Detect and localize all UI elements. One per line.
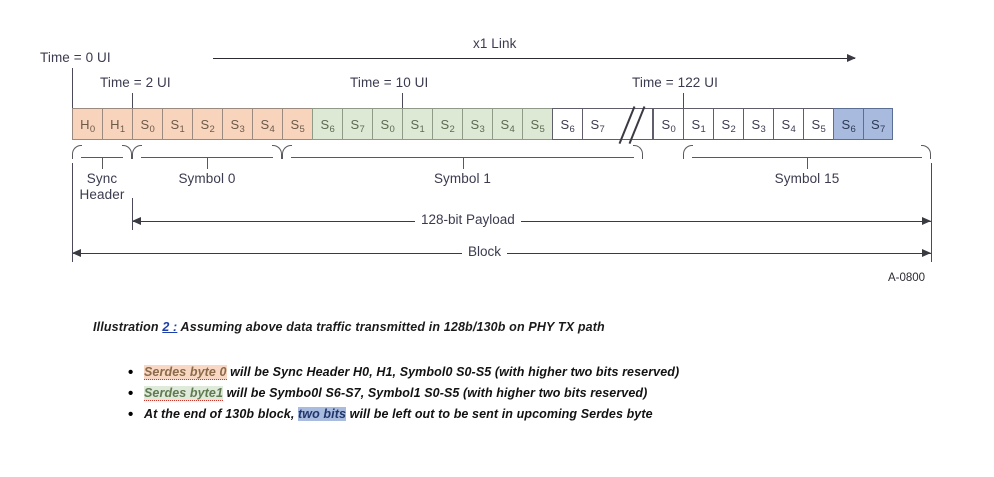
notes-bullet-list: Serdes byte 0 will be Sync Header H0, H1…: [104, 362, 679, 425]
illustration-caption: Illustration 2 : Assuming above data tra…: [93, 320, 605, 334]
time-marker-2-tick: [132, 93, 133, 108]
bit-cell-label: S7: [590, 116, 605, 135]
block-measure-label: Block: [462, 244, 508, 259]
caption-prefix: Illustration: [93, 320, 163, 334]
bit-cell: H0: [72, 108, 102, 140]
bit-cell: S4: [492, 108, 522, 140]
time-marker-2-label: Time = 2 UI: [100, 75, 171, 90]
bit-cell: S0: [653, 108, 683, 140]
bit-cell: S2: [713, 108, 743, 140]
bit-cell: S6: [552, 108, 582, 140]
bit-cell-label: S2: [440, 116, 455, 135]
bullet-highlight: Serdes byte 0: [144, 365, 227, 380]
bit-cell-break: [612, 106, 653, 144]
bit-cell: S4: [252, 108, 282, 140]
bit-cell: S1: [162, 108, 192, 140]
bit-cell: S5: [803, 108, 833, 140]
bit-cell-label: S6: [560, 116, 575, 135]
group-label: Symbol 15: [774, 171, 840, 186]
bit-cell: S1: [402, 108, 432, 140]
time-marker-122-tick: [683, 93, 684, 108]
payload-left-tick: [132, 198, 133, 230]
caption-number: 2 :: [162, 320, 178, 334]
bit-cell-label: S4: [500, 116, 515, 135]
note-bullet-item: At the end of 130b block, two bits will …: [104, 404, 679, 425]
bit-cell-label: S2: [721, 116, 736, 135]
bit-cell-label: S5: [811, 116, 826, 135]
bit-cell-label: S6: [320, 116, 335, 135]
bit-cell: H1: [102, 108, 132, 140]
bit-cell-label: S5: [530, 116, 545, 135]
bit-cell: S6: [312, 108, 342, 140]
group-label: Symbol 1: [433, 171, 492, 186]
bit-cell-label: S3: [751, 116, 766, 135]
bit-cell: S1: [683, 108, 713, 140]
bit-cell: S3: [462, 108, 492, 140]
bit-cell: S2: [432, 108, 462, 140]
break-slash-icon: [618, 106, 636, 144]
bullet-text: will be left out to be sent in upcoming …: [346, 407, 653, 421]
block-left-tick: [72, 163, 73, 262]
bit-cell: S3: [743, 108, 773, 140]
bit-cell: S4: [773, 108, 803, 140]
bit-cell-label: S4: [260, 116, 275, 135]
bit-cell-label: S7: [871, 116, 886, 135]
group-brace: [72, 145, 132, 169]
bit-cell-label: S7: [350, 116, 365, 135]
bit-cell-label: S3: [230, 116, 245, 135]
bit-cell: S2: [192, 108, 222, 140]
bit-cell-label: S1: [170, 116, 185, 135]
bit-cell: S5: [282, 108, 312, 140]
bit-cell: S7: [863, 108, 893, 140]
bit-cell: S7: [582, 108, 612, 140]
group-brace: [282, 145, 643, 169]
bit-cell-label: S4: [781, 116, 796, 135]
time-marker-10-tick: [402, 93, 403, 108]
bit-cell: S0: [132, 108, 162, 140]
bit-cell-label: S0: [140, 116, 155, 135]
time-marker-122-label: Time = 122 UI: [632, 75, 718, 90]
bit-cell-label: S5: [290, 116, 305, 135]
bit-cell-label: S6: [841, 116, 856, 135]
block-right-tick: [931, 163, 932, 262]
payload-measure-label: 128-bit Payload: [415, 212, 521, 227]
bit-cell-label: S3: [470, 116, 485, 135]
caption-text: Assuming above data traffic transmitted …: [177, 320, 605, 334]
time-marker-10-label: Time = 10 UI: [350, 75, 429, 90]
bit-cell: S5: [522, 108, 552, 140]
bit-cell: S7: [342, 108, 372, 140]
bit-cell: S0: [372, 108, 402, 140]
bit-cell: S3: [222, 108, 252, 140]
bullet-text: will be Sync Header H0, H1, Symbol0 S0-S…: [226, 365, 680, 379]
note-bullet-item: Serdes byte 0 will be Sync Header H0, H1…: [104, 362, 679, 383]
bit-cell-label: H1: [110, 116, 126, 135]
bullet-prefix: At the end of 130b block,: [144, 407, 299, 421]
group-label: Symbol 0: [178, 171, 236, 186]
x1-link-label: x1 Link: [473, 36, 517, 51]
bit-cell-label: H0: [80, 116, 96, 135]
bit-cell-label: S0: [661, 116, 676, 135]
group-brace: [132, 145, 282, 169]
bullet-highlight: Serdes byte1: [144, 386, 224, 401]
bit-cell-label: S2: [200, 116, 215, 135]
group-label-line2: Header: [79, 187, 125, 202]
group-brace: [683, 145, 931, 169]
bullet-text: will be Symbo0l S6-S7, Symbol1 S0-S5 (wi…: [223, 386, 648, 400]
figure-id-label: A-0800: [888, 272, 926, 284]
bit-cell: S6: [833, 108, 863, 140]
bit-cell-label: S1: [691, 116, 706, 135]
bit-cell-label: S0: [380, 116, 395, 135]
bit-cell-label: S1: [410, 116, 425, 135]
bit-cell-row: H0 H1 S0 S1 S2 S3 S4 S5 S6 S7 S0 S1 S2 S3 S4 S5 S6 S7 S0 S1…: [72, 106, 893, 144]
time-marker-0-label: Time = 0 UI: [40, 50, 111, 65]
time-marker-0-tick: [72, 68, 73, 108]
bullet-highlight: two bits: [298, 407, 347, 421]
note-bullet-item: Serdes byte1 will be Symbo0l S6-S7, Symb…: [104, 383, 679, 404]
